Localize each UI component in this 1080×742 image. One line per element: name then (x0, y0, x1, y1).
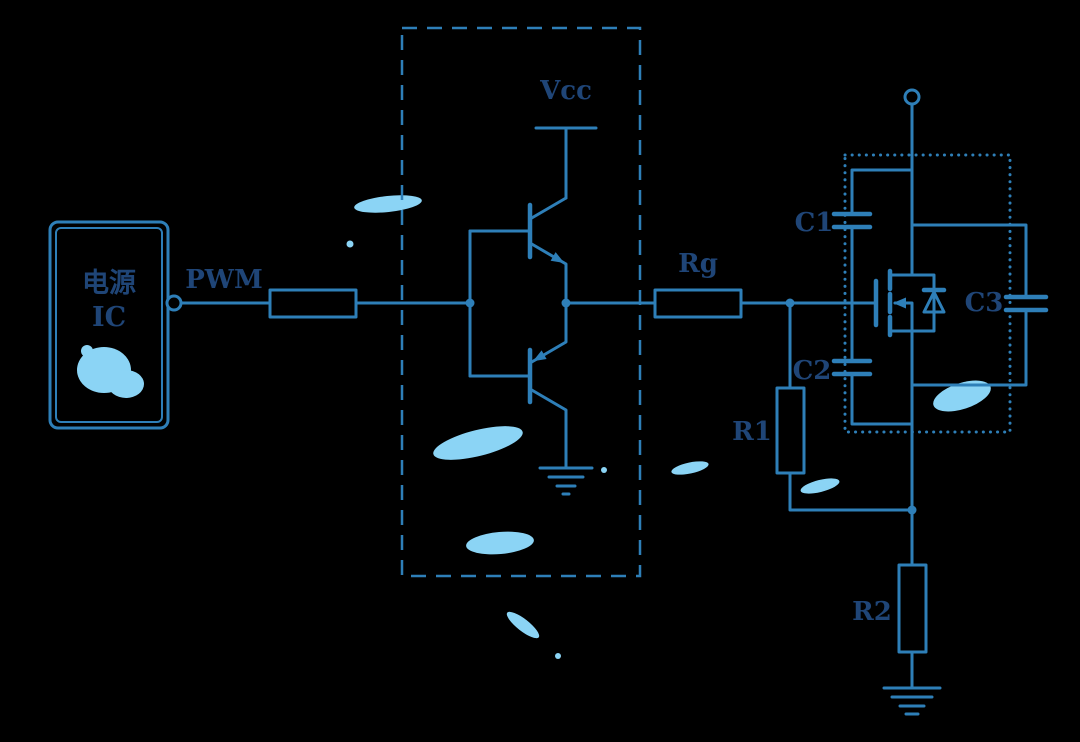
mosfet-dotted-box (843, 153, 1012, 434)
c2-label: C2 (793, 356, 832, 386)
drain-terminal (903, 88, 921, 106)
splash-decoration (933, 380, 991, 412)
npn-emitter-arrow (550, 252, 565, 263)
r2-label: R2 (852, 597, 892, 627)
splash-decoration (108, 370, 144, 398)
splash-decoration (433, 426, 523, 460)
wire (910, 308, 1028, 387)
splash-decoration (354, 195, 422, 213)
wire (910, 223, 1028, 299)
body-diode-triangle (922, 290, 946, 314)
splash-decoration (800, 478, 840, 494)
body-diode-branch (910, 273, 936, 333)
splash-decoration (346, 240, 354, 248)
r1-branch: R1 (732, 301, 917, 515)
c3-label: C3 (965, 288, 1004, 318)
wire (850, 168, 914, 216)
r2-branch: R2 (852, 563, 942, 716)
mosfet-body-arrow (893, 297, 906, 309)
splash-decoration (466, 531, 534, 555)
splash-decoration (601, 467, 607, 473)
mosfet (873, 88, 947, 567)
power-ic-block: 电源 IC (48, 220, 183, 430)
splash-decoration (81, 345, 93, 357)
wire (850, 372, 914, 426)
driver-ground-symbol (538, 466, 594, 496)
rg-label: Rg (678, 249, 718, 279)
push-pull-driver: Vcc (468, 76, 598, 496)
pnp-transistor (527, 301, 568, 470)
splash-decorations (77, 195, 991, 659)
pnp-collector (528, 387, 568, 470)
pwm-signal-path: PWM (179, 265, 475, 319)
gate-resistor-section: Rg (564, 249, 878, 319)
splash-decoration (506, 611, 540, 639)
pnp-emitter-arrow (532, 350, 547, 362)
splash-decoration (555, 653, 561, 659)
power-ic-outer-border (48, 220, 170, 430)
capacitor-c1-section: C1 (795, 168, 914, 305)
npn-emitter (528, 241, 568, 305)
r1-label: R1 (732, 417, 772, 447)
c1-label: C1 (795, 208, 834, 238)
pwm-output-terminal (165, 294, 183, 312)
power-ic-label-line1: 电源 (82, 268, 136, 299)
pwm-label: PWM (185, 265, 263, 295)
power-ic-label-line2: IC (92, 302, 126, 333)
source-ground-symbol (882, 686, 942, 716)
npn-collector (528, 196, 568, 221)
body-diode (910, 273, 947, 333)
splash-decoration (671, 461, 709, 475)
wire (788, 471, 914, 512)
vcc-label: Vcc (539, 76, 592, 106)
capacitor-c2-section: C2 (793, 301, 914, 426)
power-ic-inner-border (55, 227, 163, 423)
capacitor-c3-section: C3 (910, 223, 1049, 387)
npn-transistor (527, 196, 568, 305)
